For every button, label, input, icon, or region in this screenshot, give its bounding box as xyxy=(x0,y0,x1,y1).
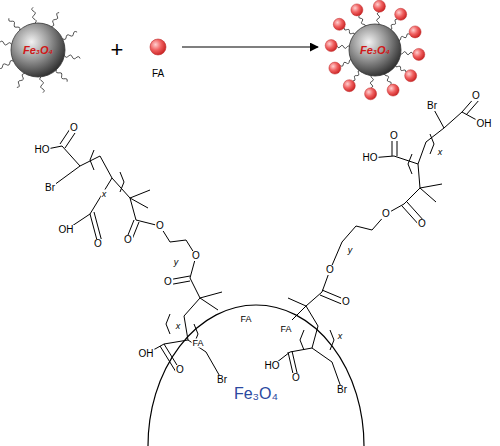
atom-label: Br xyxy=(44,183,56,193)
polymer-chain xyxy=(359,15,366,27)
atom-label: O xyxy=(93,239,103,249)
polymer-chain xyxy=(56,70,67,82)
atom-label: OH xyxy=(476,119,493,129)
polymer-chain xyxy=(400,52,413,55)
atom-label: O xyxy=(471,91,481,101)
atom-label: O xyxy=(417,219,427,229)
atom-label: OH xyxy=(58,225,75,235)
atom-label: HO xyxy=(264,361,281,371)
red-bead xyxy=(395,8,407,20)
atom-label: HO xyxy=(362,153,379,163)
particle-outline xyxy=(148,305,364,446)
surface-label: FA xyxy=(279,325,292,334)
sphere xyxy=(349,24,401,76)
polymer-chains xyxy=(337,12,413,88)
atom-label: O xyxy=(381,209,391,219)
polymer-chain xyxy=(370,75,373,88)
atom-label: O xyxy=(163,277,173,287)
atom-label: Br xyxy=(336,385,348,395)
polymer-chain xyxy=(0,41,12,45)
polymer-chain xyxy=(65,55,81,59)
polymer-chain xyxy=(9,18,20,30)
atom-label: O xyxy=(191,251,201,261)
particle-label: Fe₃O₄ xyxy=(360,44,390,56)
polymer-chain xyxy=(32,7,36,23)
sphere xyxy=(11,23,65,77)
polymer-chain xyxy=(40,77,44,93)
polymer-chain xyxy=(51,13,59,27)
red-bead xyxy=(413,48,425,60)
reaction-arrow xyxy=(182,46,318,47)
red-bead xyxy=(351,4,363,16)
red-bead xyxy=(150,39,166,55)
atom-label: Br xyxy=(426,101,438,111)
polymer-chain xyxy=(0,61,13,69)
polymer-chain xyxy=(344,28,355,36)
atom-label: x xyxy=(175,322,182,331)
red-bead xyxy=(329,62,341,74)
atom-label: O xyxy=(155,221,165,231)
atom-label: OH xyxy=(138,349,155,359)
surface-label: FA xyxy=(191,339,204,348)
polymer-chain xyxy=(398,34,410,41)
nanoparticle: Fe₃O₄ xyxy=(10,22,66,78)
nanoparticle: Fe₃O₄ xyxy=(320,0,430,100)
polymer-chain xyxy=(377,12,380,25)
atom-label: HO xyxy=(34,145,51,155)
particle-label: Fe₃O₄ xyxy=(234,385,278,403)
polymer-chain xyxy=(337,45,350,48)
polymer-chain xyxy=(353,70,361,81)
red-bead xyxy=(343,80,355,92)
red-bead xyxy=(373,0,385,12)
red-bead xyxy=(365,88,377,100)
atom-label: O xyxy=(325,265,335,275)
surface-label: FA xyxy=(239,315,252,324)
atom-label: O xyxy=(123,235,133,245)
red-bead xyxy=(333,18,345,30)
particle-label: Fe₃O₄ xyxy=(23,44,53,56)
polymer-chain xyxy=(63,32,78,40)
reagent-label: FA xyxy=(152,68,164,79)
folic-acid-bead: FA xyxy=(138,38,178,84)
polymer-chain xyxy=(395,65,406,73)
atom-label: O xyxy=(341,297,351,307)
atom-label: O xyxy=(175,365,185,375)
red-bead xyxy=(387,84,399,96)
atom-label: O xyxy=(291,373,301,383)
polymer-chain xyxy=(340,60,352,66)
atom-label: x xyxy=(337,332,344,341)
atom-label: y xyxy=(173,258,180,267)
atom-label: Br xyxy=(216,375,228,385)
polymer-chain xyxy=(17,74,25,88)
polymer-chain xyxy=(390,19,398,30)
atom-label: O xyxy=(69,123,79,133)
atom-label: O xyxy=(389,131,399,141)
polymer-chain xyxy=(385,73,392,85)
red-bead xyxy=(325,40,337,52)
atom-label: x xyxy=(437,148,444,157)
red-bead xyxy=(409,26,421,38)
polymer-chains xyxy=(0,7,80,92)
atom-label: y xyxy=(347,246,354,255)
bond-lines xyxy=(42,96,484,390)
plus-sign: + xyxy=(110,39,125,61)
atom-label: x xyxy=(101,190,108,199)
red-bead xyxy=(405,70,417,82)
